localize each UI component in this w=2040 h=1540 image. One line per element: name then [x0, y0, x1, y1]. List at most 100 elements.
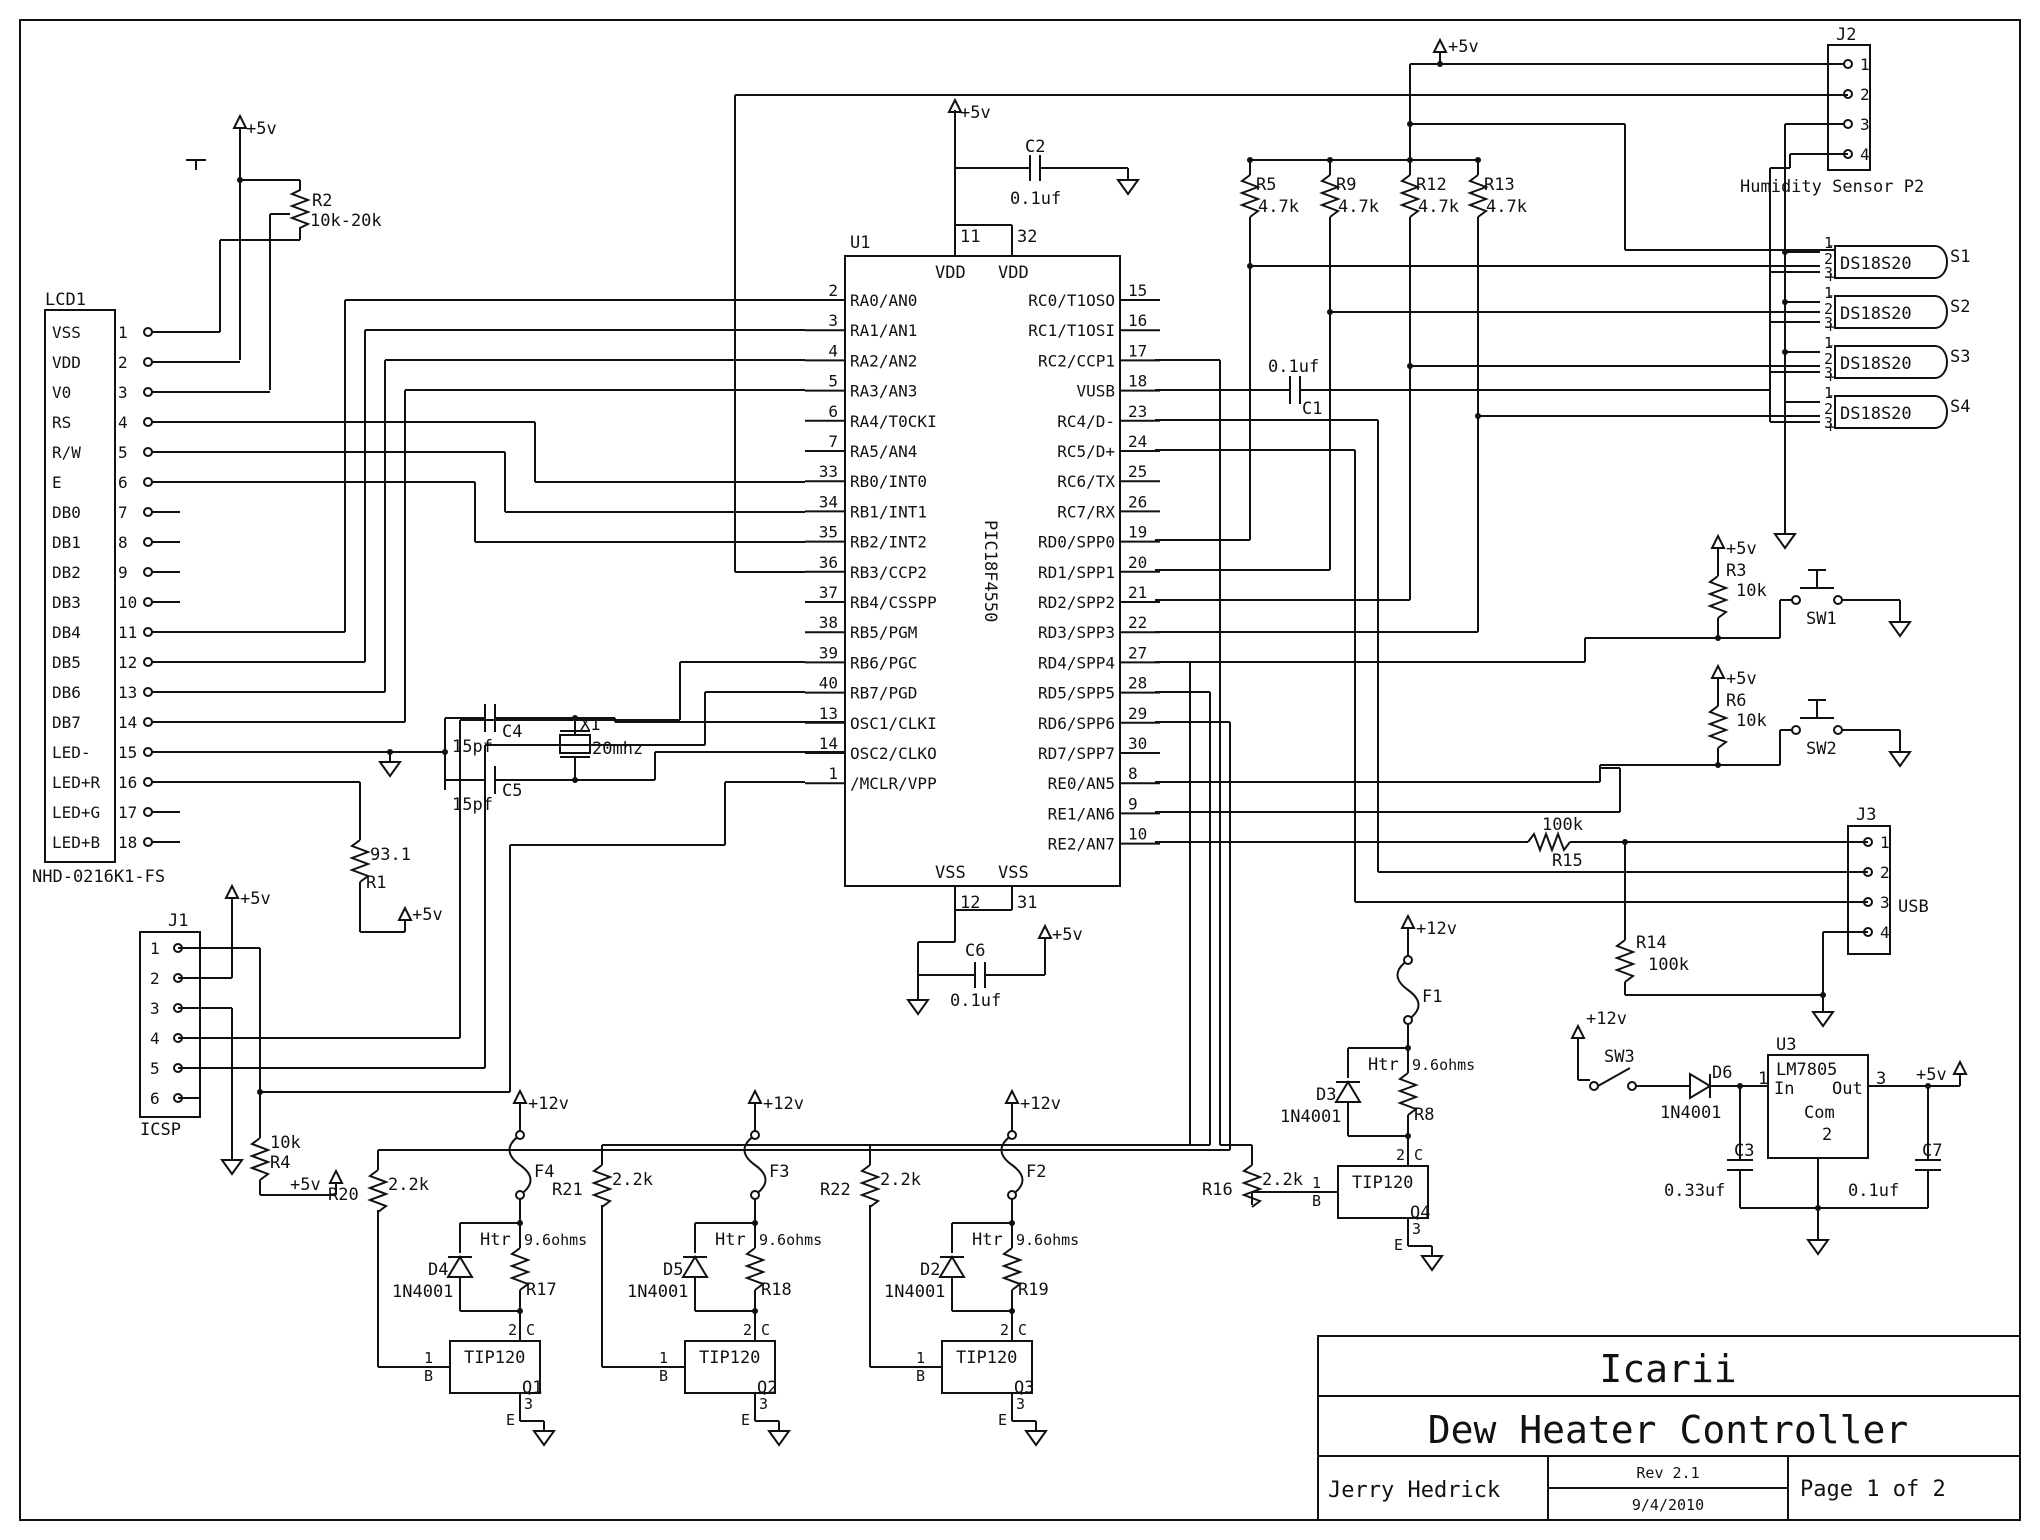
sensor-3-minus: -	[1826, 386, 1835, 404]
lcd-pin-4-name: R/W	[52, 443, 81, 462]
regulator-u3: U3 LM7805 In Out Com 1 3 2 +12v SW3 D6 1…	[1571, 1009, 1967, 1255]
mcu-pin-2-num: 4	[828, 341, 838, 360]
lcd-wiring	[180, 94, 1848, 1092]
heater-1-base-res: R21	[552, 1180, 583, 1200]
lcd-pin-9-name: DB3	[52, 593, 81, 612]
icsp-pin-5: 6	[150, 1089, 160, 1108]
sensor-1-pin1: 1	[1824, 284, 1833, 302]
r9-ref: R9	[1336, 175, 1356, 195]
mcu-vss-pin-12: 12	[960, 893, 980, 913]
lcd-pin-0-name: VSS	[52, 323, 81, 342]
heater-2-base-val: 2.2k	[880, 1170, 921, 1190]
sensor-0-pin3: 3	[1824, 264, 1833, 282]
sensor-1-pin2: 2	[1824, 300, 1833, 318]
heater-1-htr: Htr	[715, 1230, 746, 1250]
mcu-part-name: PIC18F4550	[980, 520, 1000, 622]
revision: Rev 2.1	[1636, 1464, 1699, 1482]
mcu-pin-16-name: /MCLR/VPP	[850, 774, 937, 793]
mcu-pin-7-num: 34	[819, 492, 838, 511]
mcu-pin-3-num: 5	[828, 372, 838, 391]
sensor-3-pin1: 1	[1824, 384, 1833, 402]
heater-2-diode-part: 1N4001	[884, 1282, 945, 1302]
lcd-pin-6-num: 7	[118, 503, 128, 522]
mcu-rpin-13-name: RD5/SPP5	[1038, 684, 1115, 703]
mcu-rpin-8-num: 19	[1128, 523, 1147, 542]
mcu-ref: U1	[850, 233, 870, 253]
heater-1-tip: TIP120	[699, 1348, 760, 1368]
lcd-pin-15-name: LED+R	[52, 773, 101, 792]
mcu-pin-14-name: OSC1/CLKI	[850, 714, 937, 733]
icsp-supply: +5v	[240, 889, 271, 909]
heater-2-res: R19	[1018, 1280, 1049, 1300]
heater-1-diode-part: 1N4001	[627, 1282, 688, 1302]
r2-pot: +5v R2 10k-20k	[186, 115, 382, 390]
mcu-vdd-pin-11: 11	[960, 227, 980, 247]
icsp-pin-1: 2	[150, 969, 160, 988]
mcu-pin-6-name: RB0/INT0	[850, 472, 927, 491]
mcu-pin-12-num: 39	[819, 643, 838, 662]
heater-2-tip: TIP120	[956, 1348, 1017, 1368]
icsp-ref: J1	[168, 911, 188, 931]
u3-pin-out: 3	[1876, 1069, 1886, 1089]
lcd-pin-10-name: DB4	[52, 623, 81, 642]
mcu-rpin-2-name: RC2/CCP1	[1038, 351, 1115, 370]
mcu-right-pins: RC0/T1OSO15RC1/T1OSI16RC2/CCP117VUSB18RC…	[1028, 281, 1160, 854]
heater-3-htr: Htr	[1368, 1055, 1399, 1075]
heater-2-q: Q3	[1014, 1378, 1034, 1398]
mcu-rpin-2-num: 17	[1128, 341, 1147, 360]
heater-2-b: B	[916, 1367, 925, 1385]
mcu-rpin-15-num: 30	[1128, 734, 1147, 753]
mcu-rpin-12-name: RD4/SPP4	[1038, 653, 1115, 672]
c4-ref: C4	[502, 722, 522, 742]
heater-3-b: B	[1312, 1192, 1321, 1210]
j3-pin-1: 2	[1880, 863, 1890, 882]
lcd-pin-3-name: RS	[52, 413, 71, 432]
mcu-rpin-7-num: 26	[1128, 492, 1147, 511]
j2-pin-3: 4	[1860, 145, 1870, 164]
mcu-pin-5-name: RA5/AN4	[850, 442, 917, 461]
lcd-pin-16-name: LED+G	[52, 803, 100, 822]
mcu-pin-15-num: 14	[819, 734, 838, 753]
heater-0-diode-part: 1N4001	[392, 1282, 453, 1302]
mcu-rpin-0-name: RC0/T1OSO	[1028, 291, 1115, 310]
sensor-0-plus: +	[1826, 268, 1835, 286]
r4-ref: R4	[270, 1153, 290, 1173]
mcu-pin-1-num: 3	[828, 311, 838, 330]
sensor-0-minus: -	[1826, 236, 1835, 254]
lcd-pin-2-name: V0	[52, 383, 71, 402]
mcu-vdd-supply: +5v	[960, 103, 991, 123]
mcu-rpin-10-name: RD2/SPP2	[1038, 593, 1115, 612]
heater-1-e: E	[741, 1411, 750, 1429]
mcu-pin-9-num: 36	[819, 553, 838, 572]
lcd-pin-14-name: LED-	[52, 743, 91, 762]
c6-value: 0.1uf	[950, 991, 1001, 1011]
mcu-pin-8-num: 35	[819, 523, 838, 542]
c6-ref: C6	[965, 941, 985, 961]
icsp-wiring: +5v 10k R4 +5v	[178, 885, 510, 1196]
heater-1-pe: 3	[759, 1395, 768, 1413]
r13-ref: R13	[1484, 175, 1515, 195]
heater-1-q: Q2	[757, 1378, 777, 1398]
sensor-0-pin2: 2	[1824, 250, 1833, 268]
icsp-pin-3: 4	[150, 1029, 160, 1048]
lcd-pin-7-num: 8	[118, 533, 128, 552]
heater-3-htr-value: 9.6ohms	[1412, 1056, 1475, 1074]
lcd-pin-5-num: 6	[118, 473, 128, 492]
r12-ref: R12	[1416, 175, 1447, 195]
mcu-pin-1-name: RA1/AN1	[850, 321, 917, 340]
icsp-pin-0: 1	[150, 939, 160, 958]
r3-value: 10k	[1736, 581, 1767, 601]
u3-pin-in: 1	[1758, 1069, 1768, 1089]
mcu-pin-9-name: RB3/CCP2	[850, 563, 927, 582]
project-name: Icarii	[1599, 1347, 1736, 1391]
heater-2-diode: D2	[920, 1260, 940, 1280]
mcu-pin-11-num: 38	[819, 613, 838, 632]
mcu-rpin-5-name: RC5/D+	[1057, 442, 1115, 461]
